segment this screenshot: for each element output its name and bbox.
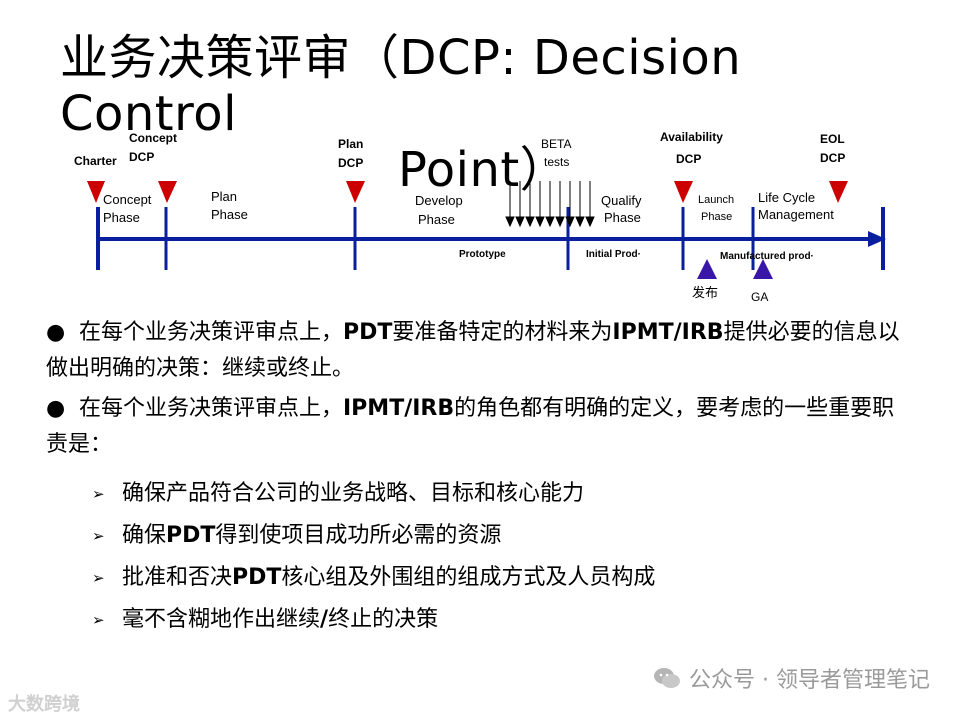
- bullet-bold: PDT: [343, 320, 393, 345]
- bullet-list: ● 在每个业务决策评审点上，PDT要准备特定的材料来为IPMT/IRB提供必要的…: [46, 315, 916, 467]
- label-manufactured-prod: Manufactured prod·: [720, 251, 814, 262]
- timeline-arrowhead: [868, 231, 886, 247]
- bullet-bold: IPMT/IRB: [343, 396, 455, 421]
- bullet-text: 在每个业务决策评审点上，: [72, 320, 343, 345]
- label-beta: BETA: [541, 137, 571, 151]
- sub-item: ➢ 确保PDT得到使项目成功所必需的资源: [92, 518, 655, 560]
- phase-launch-line1: Launch: [698, 194, 734, 206]
- label-availability-dcp: DCP: [676, 152, 701, 166]
- label-ga: GA: [751, 290, 768, 304]
- bullet-bold: IPMT/IRB: [612, 320, 724, 345]
- phase-qualify-line2: Phase: [604, 210, 641, 225]
- arrow-bullet-icon: ➢: [92, 611, 105, 629]
- sub-item-bold: /: [320, 607, 329, 632]
- sub-item-bold: PDT: [232, 565, 282, 590]
- sub-item: ➢ 确保产品符合公司的业务战略、目标和核心能力: [92, 476, 655, 518]
- phase-concept-line1: Concept: [103, 192, 152, 207]
- wechat-icon: [654, 668, 681, 688]
- watermark-brand: 大数跨境: [8, 690, 80, 716]
- triangle-plan-dcp: [346, 181, 365, 203]
- watermark-text: 公众号 · 领导者管理笔记: [689, 668, 930, 693]
- beta-test-arrows: [505, 181, 595, 228]
- label-concept: Concept: [129, 131, 177, 145]
- title-line1: 业务决策评审（DCP: Decision Control: [60, 30, 742, 142]
- label-initial-prod: Initial Prod·: [586, 249, 641, 260]
- label-tests: tests: [544, 155, 569, 169]
- sub-item-list: ➢确保产品符合公司的业务战略、目标和核心能力 ➢确保PDT得到使项目成功所必需的…: [92, 476, 655, 644]
- title-line2: Point）: [398, 142, 569, 198]
- sub-item: ➢ 批准和否决PDT核心组及外围组的组成方式及人员构成: [92, 560, 655, 602]
- label-plan-dcp: DCP: [338, 156, 363, 170]
- page-title: 业务决策评审（DCP: Decision Control Point）: [60, 30, 930, 198]
- sub-item-text: 终止的决策: [328, 607, 439, 632]
- phase-plan-line2: Phase: [211, 207, 248, 222]
- sub-item: ➢ 毫不含糊地作出继续/终止的决策: [92, 602, 655, 644]
- bullet-item: ● 在每个业务决策评审点上，IPMT/IRB的角色都有明确的定义，要考虑的一些重…: [46, 391, 916, 463]
- triangle-eol-dcp: [829, 181, 848, 203]
- label-eol: EOL: [820, 132, 845, 146]
- label-eol-dcp: DCP: [820, 151, 845, 165]
- sub-item-text: 批准和否决: [122, 565, 233, 590]
- sub-item-text: 核心组及外围组的组成方式及人员构成: [281, 565, 656, 590]
- sub-item-text: 确保: [122, 523, 167, 548]
- triangle-availability-dcp: [674, 181, 693, 203]
- phase-concept-line2: Phase: [103, 210, 140, 225]
- label-charter: Charter: [74, 154, 117, 168]
- phase-develop-line2: Phase: [418, 212, 455, 227]
- phase-launch-line2: Phase: [701, 211, 732, 223]
- label-plan: Plan: [338, 137, 363, 151]
- bullet-dot: ●: [46, 396, 66, 421]
- triangle-concept-dcp: [158, 181, 177, 203]
- label-release: 发布: [692, 285, 718, 301]
- label-prototype: Prototype: [459, 249, 506, 260]
- sub-item-bold: PDT: [166, 523, 216, 548]
- bullet-text: 在每个业务决策评审点上，: [72, 396, 343, 421]
- phase-lifecycle-line1: Life Cycle: [758, 190, 815, 205]
- phase-plan-line1: Plan: [211, 189, 237, 204]
- triangle-ga: [753, 259, 773, 279]
- bullet-item: ● 在每个业务决策评审点上，PDT要准备特定的材料来为IPMT/IRB提供必要的…: [46, 315, 916, 387]
- bullet-text: 的角色都有明确的定义，要考虑的一些重要职责是：: [46, 396, 895, 457]
- dcp-timeline-diagram: Charter Concept DCP Plan DCP BETA tests …: [74, 130, 886, 304]
- watermark-brand-text: 大数跨境: [8, 694, 80, 715]
- bullet-dot: ●: [46, 320, 66, 345]
- triangle-release: [697, 259, 717, 279]
- bullet-text: 要准备特定的材料来为: [392, 320, 613, 345]
- arrow-bullet-icon: ➢: [92, 527, 105, 545]
- sub-item-text: 得到使项目成功所必需的资源: [215, 523, 502, 548]
- arrow-bullet-icon: ➢: [92, 485, 105, 503]
- phase-qualify-line1: Qualify: [601, 193, 642, 208]
- watermark: 公众号 · 领导者管理笔记: [653, 662, 930, 694]
- triangle-charter: [87, 181, 105, 203]
- sub-item-text: 毫不含糊地作出继续: [122, 607, 321, 632]
- label-availability: Availability: [660, 130, 723, 144]
- bullet-text: 提供必要的信息以做出明确的决策：继续或终止。: [46, 320, 900, 381]
- label-concept-dcp: DCP: [129, 150, 154, 164]
- arrow-bullet-icon: ➢: [92, 569, 105, 587]
- phase-lifecycle-line2: Management: [758, 207, 834, 222]
- sub-item-text: 确保产品符合公司的业务战略、目标和核心能力: [122, 481, 585, 506]
- phase-develop-line1: Develop: [415, 193, 463, 208]
